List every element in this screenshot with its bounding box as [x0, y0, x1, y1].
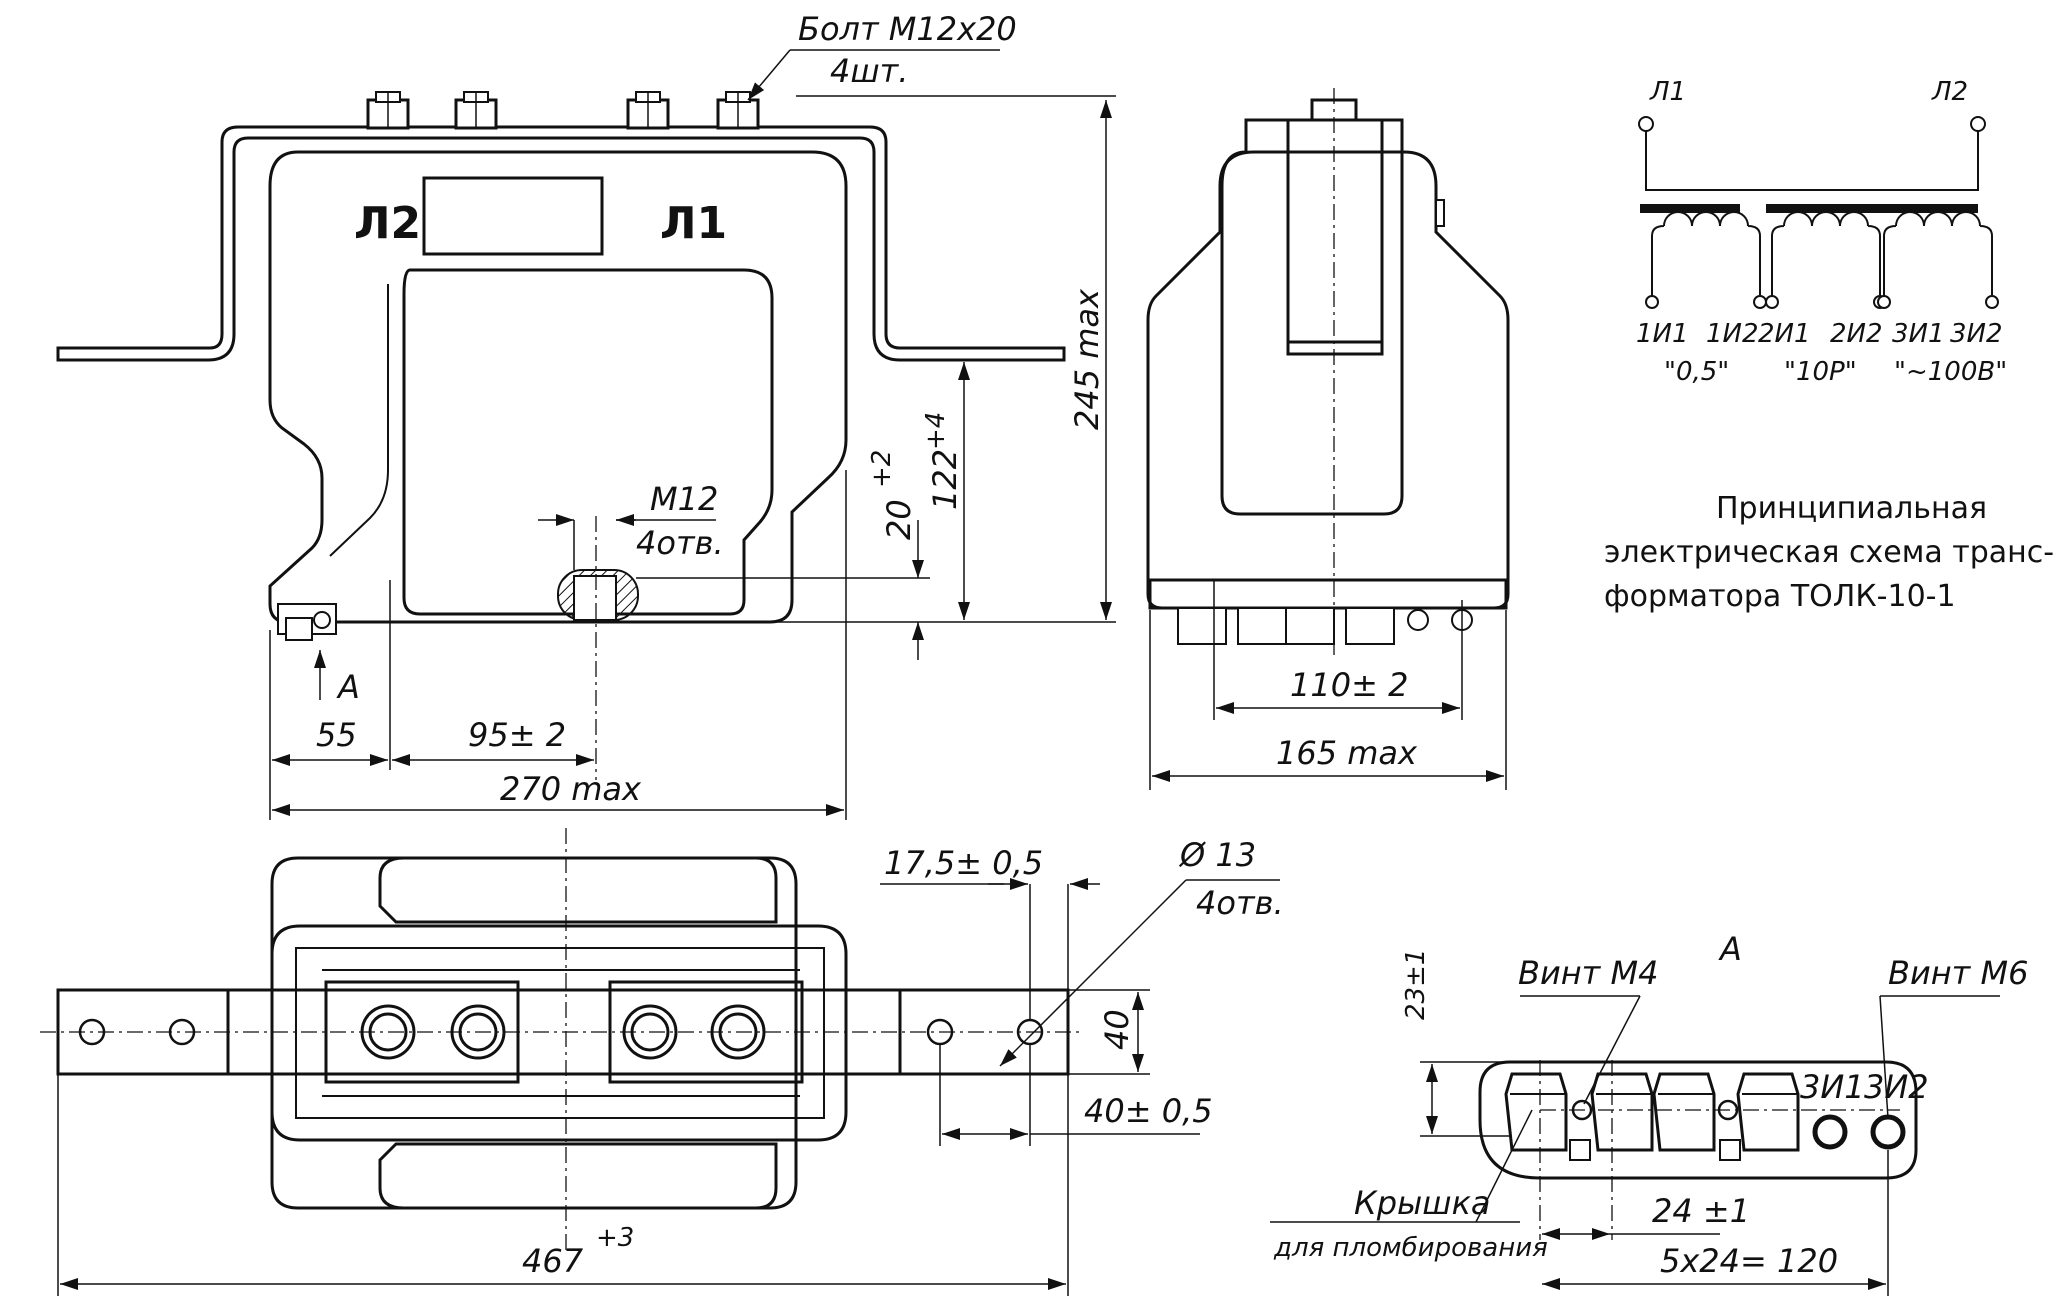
winding-3-start: 3И1: [1892, 319, 1945, 349]
primary-window: [402, 268, 774, 616]
side-body: [1146, 150, 1510, 610]
mounting-bracket: [56, 125, 1066, 362]
winding-2-class: "10Р": [1784, 357, 1857, 387]
terminal-l1-label: Л1: [660, 198, 727, 249]
view-a-title: А: [1718, 930, 1742, 968]
core-bar: [1766, 204, 1978, 213]
schematic-l1-label: Л1: [1649, 77, 1686, 107]
side-view: 110± 2 165 max: [1146, 88, 1510, 790]
terminal-3i2: 3И2: [1864, 1068, 1929, 1106]
dim-thread-height: 20: [880, 499, 918, 540]
thread-holes: 4отв.: [636, 524, 724, 562]
dim-467-tol: +3: [596, 1223, 634, 1253]
front-view: Л2 Л1: [56, 10, 1116, 820]
terminal-circle: [1970, 116, 1986, 132]
bolt: [366, 91, 410, 130]
winding-3-end: 3И2: [1950, 319, 2003, 349]
top-body-outer: [270, 856, 798, 1210]
bolt: [716, 91, 760, 130]
schematic-l2-label: Л2: [1931, 77, 1968, 107]
screw-m6-label: Винт М6: [1888, 954, 2028, 992]
schematic-caption-line2: электрическая схема транс-: [1604, 535, 2054, 570]
bolt-label: Болт М12х20: [798, 10, 1017, 48]
dim-height-total: 245 max: [1068, 288, 1106, 430]
bolt: [454, 91, 498, 130]
dim-mount-height: 122: [926, 449, 964, 510]
terminal-l2-label: Л2: [354, 198, 421, 249]
hole-diameter: Ø 13: [1178, 836, 1256, 874]
top-body-mid: [270, 924, 848, 1142]
dim-thread-height-tol: +2: [867, 450, 897, 488]
nameplate: [422, 176, 604, 256]
thread-label: М12: [650, 480, 718, 518]
side-window: [1220, 118, 1404, 516]
dim-55: 55: [316, 716, 357, 754]
top-bolts: [366, 91, 760, 130]
dim-165: 165 max: [1276, 734, 1418, 772]
dim-mount-height-tol: +4: [921, 412, 951, 450]
hole-qty: 4отв.: [1196, 884, 1284, 922]
dim-24: 24 ±1: [1652, 1192, 1750, 1230]
cover-label-line2: для пломбирования: [1273, 1233, 1548, 1263]
core-bar: [1640, 204, 1740, 213]
winding-2-end: 2И2: [1830, 319, 1883, 349]
screw-m6: [1812, 1114, 1848, 1150]
secondary-winding-1: [1645, 211, 1767, 309]
secondary-winding-3: [1877, 211, 1999, 309]
screw-m6: [1870, 1114, 1906, 1150]
winding-1-end: 1И2: [1706, 319, 1759, 349]
side-terminals: [1177, 607, 1473, 645]
top-body-lower: [378, 1142, 778, 1210]
dim-95: 95± 2: [468, 716, 566, 754]
cover-label-line1: Крышка: [1354, 1184, 1491, 1222]
dim-270: 270 max: [500, 770, 642, 808]
dim-40-tol: 40± 0,5: [1084, 1092, 1213, 1130]
dim-23: 23±1: [1401, 949, 1431, 1020]
view-a: А 3И1 3И2 23±1 Винт М4: [1270, 930, 2028, 1296]
winding-2-start: 2И1: [1758, 319, 1811, 349]
winding-1-start: 1И1: [1636, 319, 1689, 349]
bolt-qty: 4шт.: [830, 52, 908, 90]
electrical-schematic: Л1 Л2 1И1 1И2 2И1 2И2 3И1 3И2 "0,5" "10Р…: [1604, 77, 2054, 614]
top-view: 17,5± 0,5 Ø 13 4отв. 40 40± 0,5 467 +3: [40, 828, 1284, 1296]
dim-110: 110± 2: [1290, 666, 1408, 704]
winding-1-class: "0,5": [1664, 357, 1729, 387]
schematic-caption-line3: форматора ТОЛК-10-1: [1604, 579, 1956, 614]
terminal-3i1: 3И1: [1800, 1068, 1865, 1106]
terminal-circle: [1638, 116, 1654, 132]
winding-3-class: "~100В": [1894, 357, 2007, 387]
primary-winding: [1645, 131, 1979, 191]
dim-17-5: 17,5± 0,5: [884, 844, 1043, 882]
sealing-covers: [1504, 1072, 1800, 1152]
secondary-winding-2: [1765, 211, 1887, 309]
dim-467: 467: [522, 1242, 584, 1280]
inner-step: [329, 284, 389, 557]
screw-m4-label: Винт М4: [1518, 954, 1658, 992]
dim-120: 5х24= 120: [1660, 1242, 1838, 1280]
view-a-marker: А: [336, 668, 360, 706]
dim-40-vertical: 40: [1098, 1009, 1136, 1050]
top-body-upper: [378, 856, 778, 924]
schematic-caption-line1: Принципиальная: [1716, 491, 1987, 526]
bolt: [626, 91, 670, 130]
